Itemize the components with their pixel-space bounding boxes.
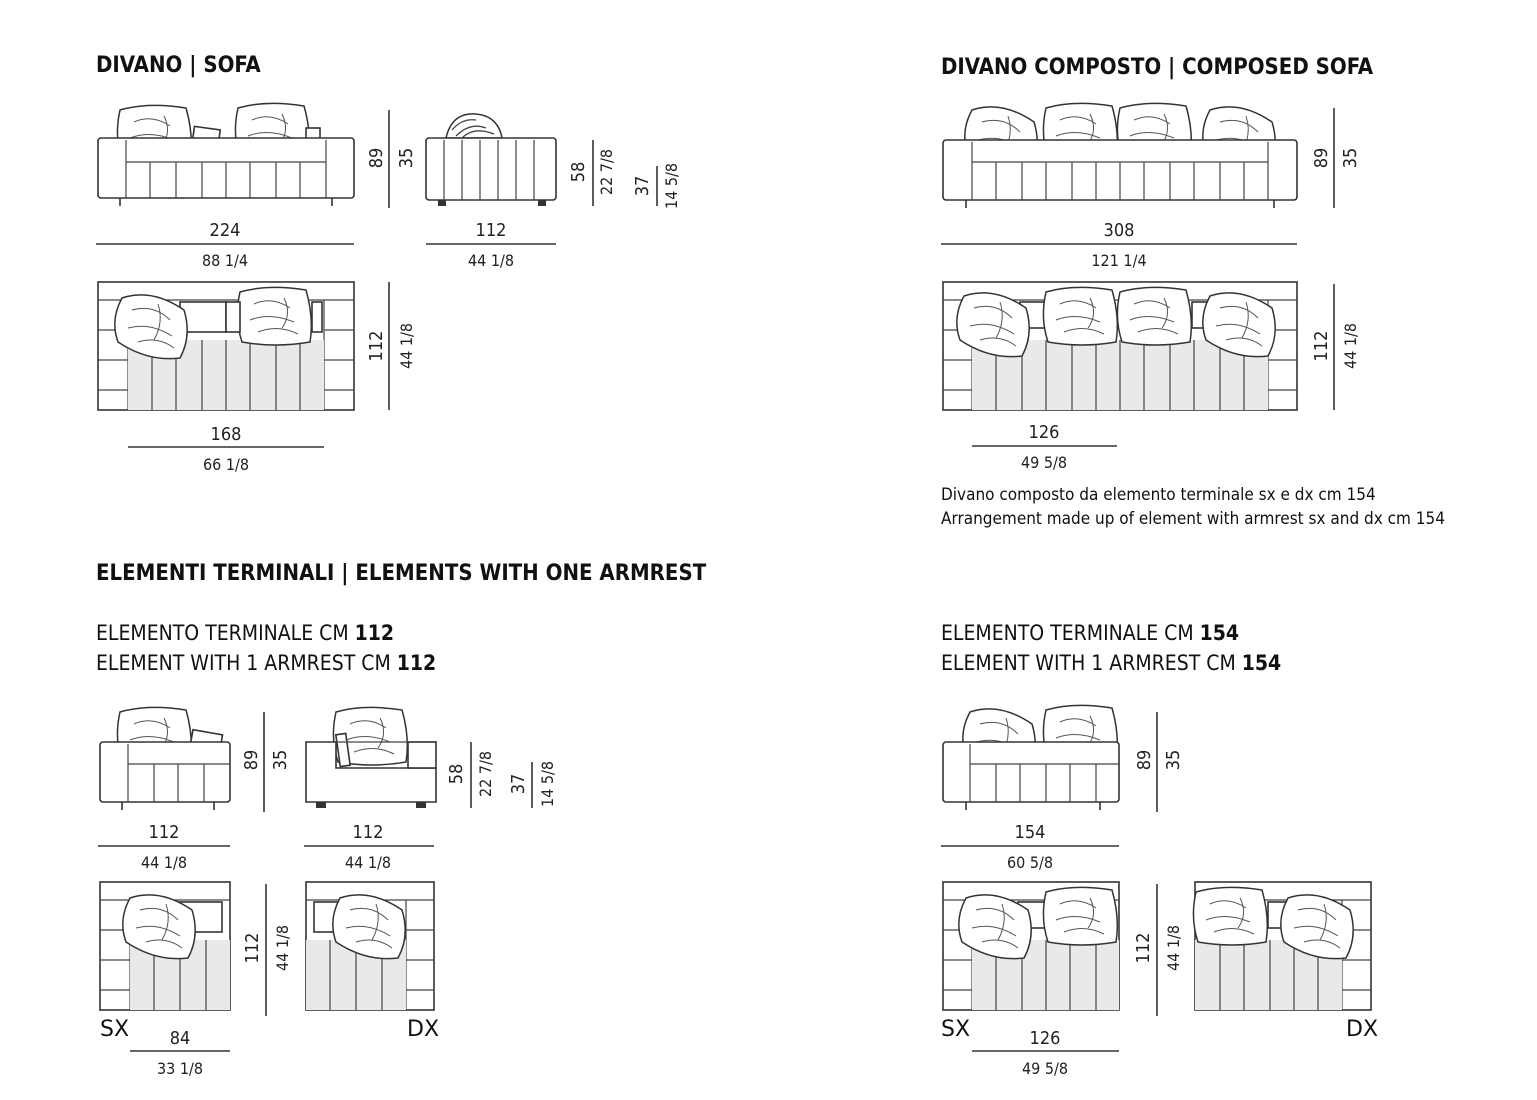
composed-note-italian: Divano composto da elemento terminale sx… xyxy=(941,485,1376,505)
dim-sofa-width-cm: 224 xyxy=(210,220,241,241)
element-112-plan-dx xyxy=(305,881,435,1011)
dim-seat-height-cm: 58 xyxy=(568,162,589,183)
heading-composed-sofa: DIVANO COMPOSTO | COMPOSED SOFA xyxy=(941,55,1374,80)
dim-composed-height-cm: 89 xyxy=(1311,148,1332,169)
sofa-side-view xyxy=(425,113,557,206)
dim-e112-arm-height-in: 14 5/8 xyxy=(538,761,557,807)
dim-side-depth-in: 44 1/8 xyxy=(468,251,514,270)
dim-e112-plan-seat-in: 33 1/8 xyxy=(157,1059,203,1078)
dim-e112-side-width-in: 44 1/8 xyxy=(345,853,391,872)
element-112-plan-sx xyxy=(99,881,231,1011)
dim-composed-plan-depth-cm: 112 xyxy=(1311,331,1332,362)
element-112-front-view xyxy=(99,706,231,810)
dim-plan-depth-cm: 112 xyxy=(366,331,387,362)
element-112-title-en: ELEMENT WITH 1 ARMREST CM 112 xyxy=(96,651,436,675)
dim-composed-width-cm: 308 xyxy=(1104,220,1135,241)
label-sx-154: SX xyxy=(941,1017,970,1042)
element-154-title-en: ELEMENT WITH 1 ARMREST CM 154 xyxy=(941,651,1281,675)
dim-composed-plan-seat-in: 49 5/8 xyxy=(1021,453,1067,472)
dim-e112-arm-height-cm: 37 xyxy=(508,774,529,795)
dim-sofa-height-cm: 89 xyxy=(366,148,387,169)
dim-e154-height-in: 35 xyxy=(1163,750,1184,771)
dim-e112-plan-depth-cm: 112 xyxy=(242,933,263,964)
dim-e112-plan-seat-cm: 84 xyxy=(170,1028,191,1049)
dim-sofa-height-in: 35 xyxy=(396,148,417,169)
element-112-side-view xyxy=(305,706,437,808)
dim-e112-front-width-in: 44 1/8 xyxy=(141,853,187,872)
label-dx-154: DX xyxy=(1346,1017,1378,1042)
label-sx-112: SX xyxy=(100,1017,129,1042)
dim-e112-height-in: 35 xyxy=(270,750,291,771)
heading-terminal-elements: ELEMENTI TERMINALI | ELEMENTS WITH ONE A… xyxy=(96,561,707,586)
dim-e112-seat-height-cm: 58 xyxy=(446,764,467,785)
dim-e154-plan-seat-in: 49 5/8 xyxy=(1022,1059,1068,1078)
dim-arm-height-in: 14 5/8 xyxy=(662,163,681,209)
element-154-title-it: ELEMENTO TERMINALE CM 154 xyxy=(941,621,1239,645)
dim-sofa-width-in: 88 1/4 xyxy=(202,251,248,270)
dim-e154-front-width-cm: 154 xyxy=(1015,822,1046,843)
element-154-front-view xyxy=(942,704,1120,810)
dim-seat-height-in: 22 7/8 xyxy=(597,149,616,195)
dim-e154-front-width-in: 60 5/8 xyxy=(1007,853,1053,872)
dim-composed-width-in: 121 1/4 xyxy=(1091,251,1146,270)
element-154-plan-sx xyxy=(942,881,1120,1011)
dim-side-depth-cm: 112 xyxy=(476,220,507,241)
dim-e112-side-width-cm: 112 xyxy=(353,822,384,843)
dim-e112-height-cm: 89 xyxy=(241,750,262,771)
dim-plan-depth-in: 44 1/8 xyxy=(397,323,416,369)
dim-composed-plan-seat-cm: 126 xyxy=(1029,422,1060,443)
composed-note-english: Arrangement made up of element with armr… xyxy=(941,509,1445,529)
dim-e154-plan-depth-cm: 112 xyxy=(1133,933,1154,964)
dim-e112-seat-height-in: 22 7/8 xyxy=(476,751,495,797)
dim-plan-seat-in: 66 1/8 xyxy=(203,455,249,474)
sofa-plan-view xyxy=(97,281,355,411)
dim-plan-seat-cm: 168 xyxy=(211,424,242,445)
composed-sofa-front-view xyxy=(942,102,1298,208)
dim-e154-plan-seat-cm: 126 xyxy=(1030,1028,1061,1049)
dim-e154-height-cm: 89 xyxy=(1134,750,1155,771)
composed-sofa-plan-view xyxy=(942,281,1298,411)
element-112-title-it: ELEMENTO TERMINALE CM 112 xyxy=(96,621,394,645)
dim-e112-front-width-cm: 112 xyxy=(149,822,180,843)
dim-e154-plan-depth-in: 44 1/8 xyxy=(1164,925,1183,971)
label-dx-112: DX xyxy=(407,1017,439,1042)
heading-sofa: DIVANO | SOFA xyxy=(96,53,261,78)
element-154-plan-dx xyxy=(1192,881,1372,1011)
dim-composed-plan-depth-in: 44 1/8 xyxy=(1341,323,1360,369)
dim-arm-height-cm: 37 xyxy=(632,176,653,197)
dim-composed-height-in: 35 xyxy=(1340,148,1361,169)
sofa-front-view xyxy=(97,102,355,206)
dim-e112-plan-depth-in: 44 1/8 xyxy=(273,925,292,971)
